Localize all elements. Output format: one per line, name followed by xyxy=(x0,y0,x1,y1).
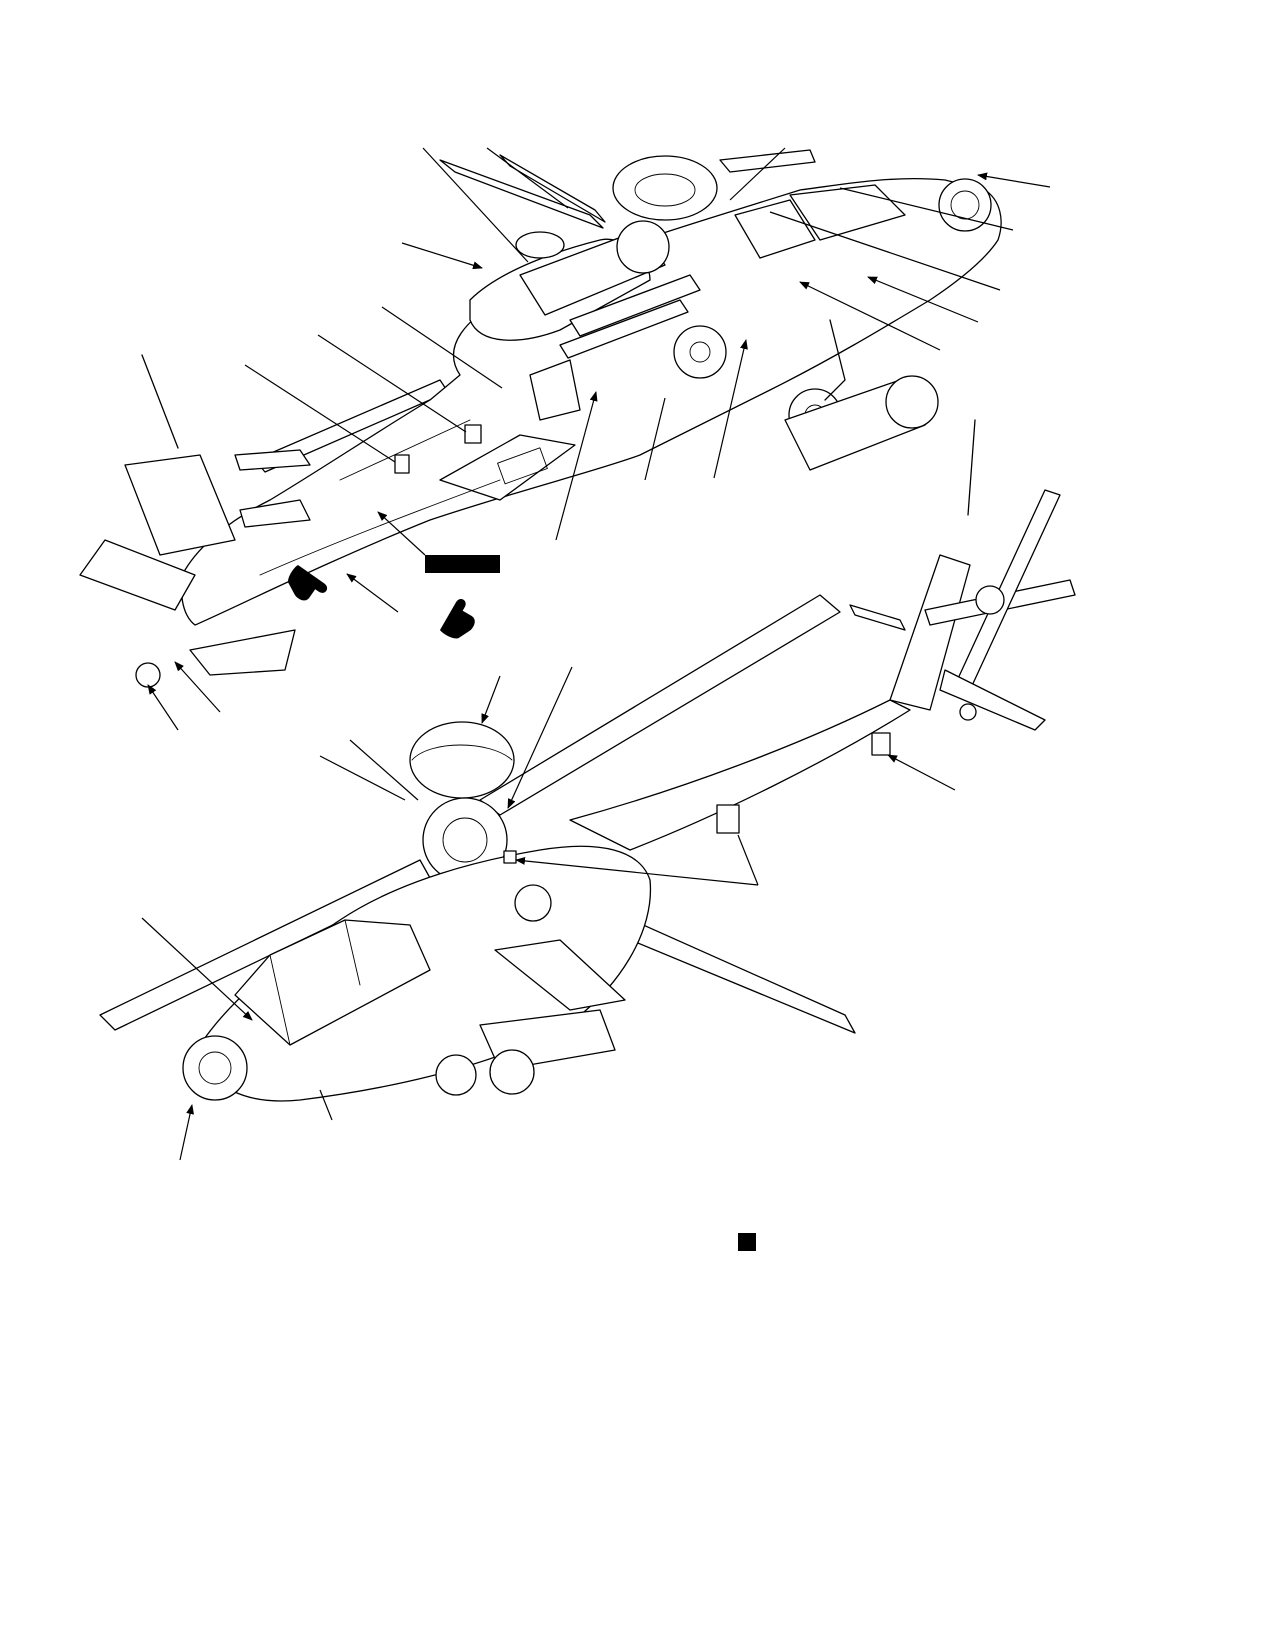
access-panel xyxy=(503,850,517,864)
leader-line xyxy=(319,755,406,801)
leader-lines-upper xyxy=(147,147,1051,731)
nose-sensor-inner xyxy=(950,190,980,220)
missile-rail xyxy=(569,274,701,337)
pointing-hand-icon xyxy=(440,598,475,639)
radome-inner xyxy=(634,173,696,207)
main-wheel xyxy=(673,325,727,379)
nose-sensor xyxy=(938,178,992,232)
main-rotor-blade xyxy=(849,604,906,631)
leader-line xyxy=(644,397,666,481)
solid-square-marker xyxy=(738,1233,756,1251)
leader-line xyxy=(244,364,396,463)
access-panel xyxy=(464,424,482,444)
access-panel xyxy=(394,454,410,474)
leader-line xyxy=(737,834,759,886)
main-wheel-hub xyxy=(689,341,711,363)
tail-wheel xyxy=(135,662,161,688)
leader-line xyxy=(346,573,399,613)
tail-rotor-blade xyxy=(239,499,311,528)
missile-rail xyxy=(559,299,689,359)
leader-line xyxy=(377,511,426,556)
rotor-hub-inner xyxy=(442,817,488,863)
leader-line xyxy=(555,391,598,541)
gear-strut xyxy=(824,319,846,401)
nacelle-intake xyxy=(515,231,565,259)
callout-box xyxy=(425,555,500,573)
leader-line xyxy=(179,1104,194,1161)
canopy-panel xyxy=(734,199,816,259)
canopy-frame xyxy=(344,919,361,986)
nose-sensor-window xyxy=(198,1051,232,1085)
leader-line xyxy=(141,917,253,1021)
tail-rotor-blade xyxy=(234,449,311,471)
leader-line xyxy=(887,754,956,791)
leader-line xyxy=(319,1089,333,1121)
mast-radome xyxy=(409,721,515,799)
vertical-fin xyxy=(889,554,971,711)
whip-antenna xyxy=(141,354,179,449)
lower-helicopter-view xyxy=(99,419,1076,1161)
rocket-pod-face xyxy=(489,1049,535,1095)
radome-seam xyxy=(411,744,513,761)
access-panel xyxy=(529,359,581,421)
leader-line xyxy=(147,684,179,731)
pointing-hand-icon xyxy=(288,565,328,601)
radome xyxy=(612,155,718,221)
leader-line xyxy=(349,739,419,801)
nose-sensor-turret xyxy=(182,1035,248,1101)
horizontal-stabilizer xyxy=(79,539,196,611)
tail-boom xyxy=(569,699,911,851)
leader-line xyxy=(769,211,1001,291)
horizontal-stabilizer xyxy=(189,629,296,676)
leader-line xyxy=(174,661,221,713)
leader-line xyxy=(515,856,759,886)
tail-wheel xyxy=(959,703,977,721)
horizontal-stabilizer xyxy=(939,669,1046,731)
engine-exhaust xyxy=(514,884,552,922)
leader-line xyxy=(799,281,941,351)
whip-antenna xyxy=(967,419,976,516)
fuselage-line xyxy=(259,479,501,576)
leader-line xyxy=(507,666,573,809)
stub-wing xyxy=(494,939,626,1011)
main-rotor-blade xyxy=(479,594,841,816)
wing-panel xyxy=(497,447,548,485)
main-rotor-blade xyxy=(439,159,604,229)
main-wheel xyxy=(435,1054,477,1096)
leader-line xyxy=(839,187,1014,231)
leader-line xyxy=(481,675,501,724)
access-panel xyxy=(871,732,891,756)
leader-line xyxy=(867,276,979,323)
tail-rotor-hub xyxy=(975,585,1005,615)
leader-line xyxy=(977,172,1051,188)
leader-lines-lower xyxy=(141,666,956,1161)
access-panel xyxy=(716,804,740,834)
leader-line xyxy=(381,306,503,389)
leader-line xyxy=(486,147,569,209)
leader-line xyxy=(422,147,529,263)
rocket-pod-face xyxy=(616,220,670,274)
fuselage-line xyxy=(339,419,471,481)
vertical-fin xyxy=(124,454,236,556)
leader-line xyxy=(317,334,467,433)
upper-helicopter-view xyxy=(79,147,1051,731)
canopy-frame xyxy=(269,954,291,1046)
leader-line xyxy=(713,339,748,479)
rocket-pod-face xyxy=(885,375,939,429)
main-rotor-blade xyxy=(719,149,816,173)
leader-line xyxy=(401,242,483,270)
leader-line xyxy=(729,147,786,201)
